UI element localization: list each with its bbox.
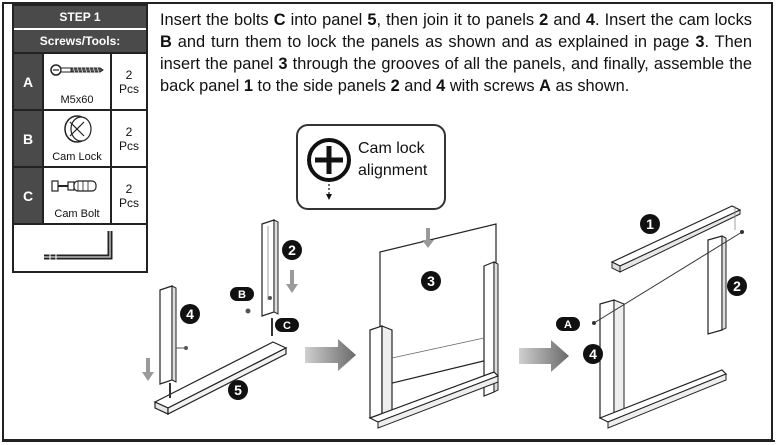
part-name: Cam Bolt: [54, 208, 100, 220]
svg-text:2: 2: [733, 278, 741, 294]
badge-a: A: [556, 317, 580, 331]
screws-tools-header: Screws/Tools:: [14, 30, 146, 52]
cam-lock-callout: Cam lock alignment: [296, 124, 446, 210]
panel-2-stage1: [245, 219, 279, 317]
assembly-stage-2: [368, 223, 500, 429]
badge-2-stage1: 2: [282, 240, 302, 260]
svg-text:4: 4: [186, 306, 194, 322]
svg-text:A: A: [564, 319, 572, 331]
cam-lock-alignment-icon: [307, 138, 351, 200]
badge-3: 3: [421, 271, 441, 291]
part-qty: 2 Pcs: [118, 181, 139, 210]
part-name: M5x60: [60, 94, 94, 106]
badge-1: 1: [640, 214, 660, 234]
callout-line-1: Cam lock: [358, 140, 425, 157]
svg-text:3: 3: [427, 273, 435, 289]
badge-5: 5: [228, 380, 248, 400]
badge-4-stage3: 4: [583, 344, 603, 364]
step-arrow-icon: [519, 340, 569, 372]
callout-line-2: alignment: [358, 162, 428, 179]
allen-key-icon: [44, 231, 113, 261]
screw-icon: [50, 64, 104, 76]
part-name: Cam Lock: [52, 151, 102, 163]
svg-text:1: 1: [646, 216, 654, 232]
svg-text:5: 5: [234, 382, 242, 398]
badge-c: C: [275, 318, 299, 332]
panel-5: [153, 341, 288, 415]
down-arrow-icon: [286, 270, 298, 293]
svg-text:C: C: [283, 320, 291, 332]
svg-text:B: B: [238, 289, 246, 301]
tool-row: [14, 223, 146, 271]
assembly-stage-3: [592, 205, 744, 429]
badge-4-stage1: 4: [180, 304, 200, 324]
step-header: STEP 1: [14, 6, 146, 30]
down-arrow-icon: [422, 228, 434, 248]
part-row-c: C Cam Bolt 2 Pcs: [14, 166, 146, 223]
parts-table: STEP 1 Screws/Tools: A M5x60 2 Pcs B: [12, 4, 148, 273]
step-arrow-icon: [305, 339, 356, 371]
instruction-text: Insert the bolts C into panel 5, then jo…: [160, 11, 753, 95]
part-letter: C: [14, 168, 42, 223]
part-row-a: A M5x60 2 Pcs: [14, 52, 146, 109]
svg-text:4: 4: [589, 346, 597, 362]
part-letter: B: [14, 111, 42, 166]
part-qty: 2 Pcs: [118, 67, 139, 96]
bottom-rule: [2, 440, 775, 442]
badge-b: B: [230, 287, 254, 301]
panel-4: [159, 285, 188, 385]
part-letter: A: [14, 54, 42, 109]
cam-lock-icon: [64, 115, 92, 143]
part-qty: 2 Pcs: [118, 124, 139, 153]
cam-bolt-icon: [51, 180, 97, 192]
part-row-b: B Cam Lock 2 Pcs: [14, 109, 146, 166]
svg-text:2: 2: [288, 242, 296, 258]
badge-2-stage3: 2: [727, 276, 747, 296]
down-arrow-icon: [142, 358, 154, 381]
